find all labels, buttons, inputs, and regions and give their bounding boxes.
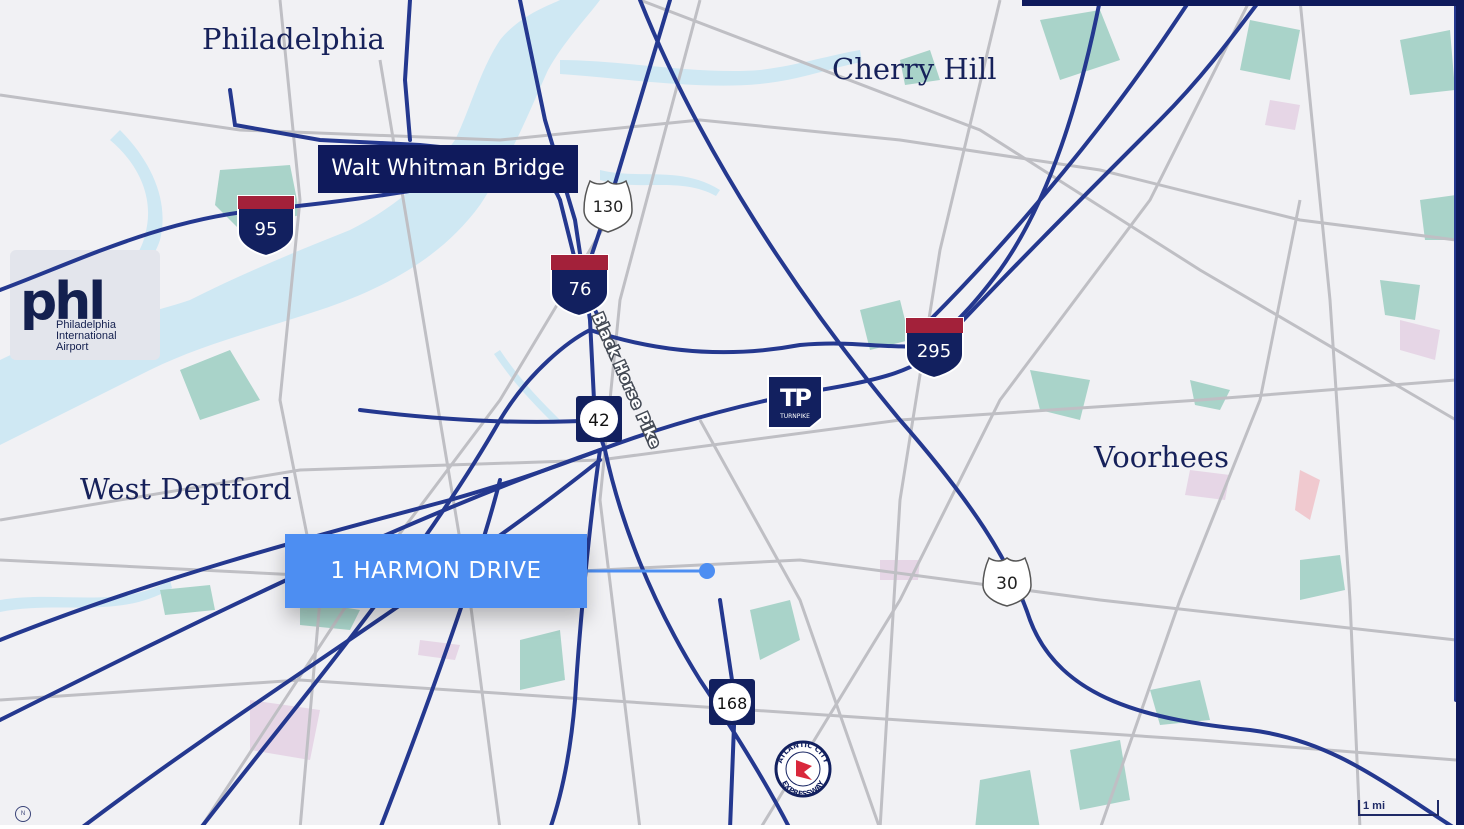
turnpike-text: TURNPIKE bbox=[779, 413, 810, 420]
rt30 bbox=[638, 0, 1458, 829]
city-label-voorhees: Voorhees bbox=[1094, 440, 1229, 474]
nw-link bbox=[198, 328, 592, 829]
turnpike-shield-icon: TP TURNPIKE bbox=[767, 375, 823, 429]
city-label-cherry-hill: Cherry Hill bbox=[832, 52, 997, 86]
airport-name-line1: Philadelphia bbox=[56, 319, 116, 331]
airport-grounds bbox=[10, 250, 160, 360]
rt130 bbox=[588, 0, 672, 262]
i295-number: 295 bbox=[917, 341, 951, 362]
creek-2 bbox=[0, 580, 172, 612]
cooper-river bbox=[560, 50, 862, 86]
rt42 bbox=[603, 448, 792, 829]
location-callout[interactable]: 1 HARMON DRIVE bbox=[285, 534, 587, 608]
scale-bar: 1 mi bbox=[1358, 800, 1439, 816]
us130-number: 130 bbox=[593, 197, 624, 216]
i95-shield-icon: 95 bbox=[237, 195, 295, 258]
airport-logo: phl Philadelphia International Airport bbox=[20, 272, 117, 353]
schuylkill-river bbox=[80, 130, 163, 330]
turnpike-letters: TP bbox=[780, 384, 811, 412]
rt42-split bbox=[548, 448, 602, 829]
city-label-philadelphia: Philadelphia bbox=[202, 22, 385, 56]
us30-number: 30 bbox=[996, 574, 1018, 594]
i295-road bbox=[938, 0, 1262, 347]
creek-1 bbox=[600, 170, 720, 196]
i76-number: 76 bbox=[569, 279, 592, 300]
city-label-west-deptford: West Deptford bbox=[80, 472, 292, 506]
nj42-shield-icon: 42 bbox=[576, 396, 622, 442]
airport-wordmark: phl bbox=[20, 272, 106, 332]
i76-east bbox=[588, 328, 942, 355]
ace-shield-icon: ATLANTIC CITY EXPRESSWAY bbox=[774, 740, 832, 798]
i76-shield-icon: 76 bbox=[550, 254, 609, 318]
nj168-shield-icon: 168 bbox=[709, 679, 755, 725]
us130-shield-icon: 130 bbox=[583, 179, 633, 233]
ridge bbox=[402, 0, 412, 142]
i295-shield-icon: 295 bbox=[905, 317, 964, 380]
nj168-number: 168 bbox=[717, 694, 748, 713]
i295-ext bbox=[378, 478, 502, 829]
bridge-label: Walt Whitman Bridge bbox=[318, 145, 578, 193]
i95-north bbox=[228, 88, 472, 152]
delaware-river bbox=[0, 0, 600, 445]
top-edge-bar bbox=[1022, 0, 1464, 6]
airport-name-line2: International bbox=[56, 330, 117, 342]
us30-shield-icon: 30 bbox=[982, 556, 1032, 607]
compass-icon[interactable]: N bbox=[15, 806, 31, 822]
location-pin[interactable] bbox=[699, 563, 715, 579]
airport-name-line3: Airport bbox=[56, 341, 89, 353]
creek-3 bbox=[494, 350, 560, 424]
i95-number: 95 bbox=[255, 219, 278, 240]
nj42-number: 42 bbox=[588, 411, 610, 431]
right-edge-bar bbox=[1456, 0, 1464, 829]
scale-label: 1 mi bbox=[1363, 800, 1386, 812]
bottom-edge bbox=[0, 825, 1464, 829]
